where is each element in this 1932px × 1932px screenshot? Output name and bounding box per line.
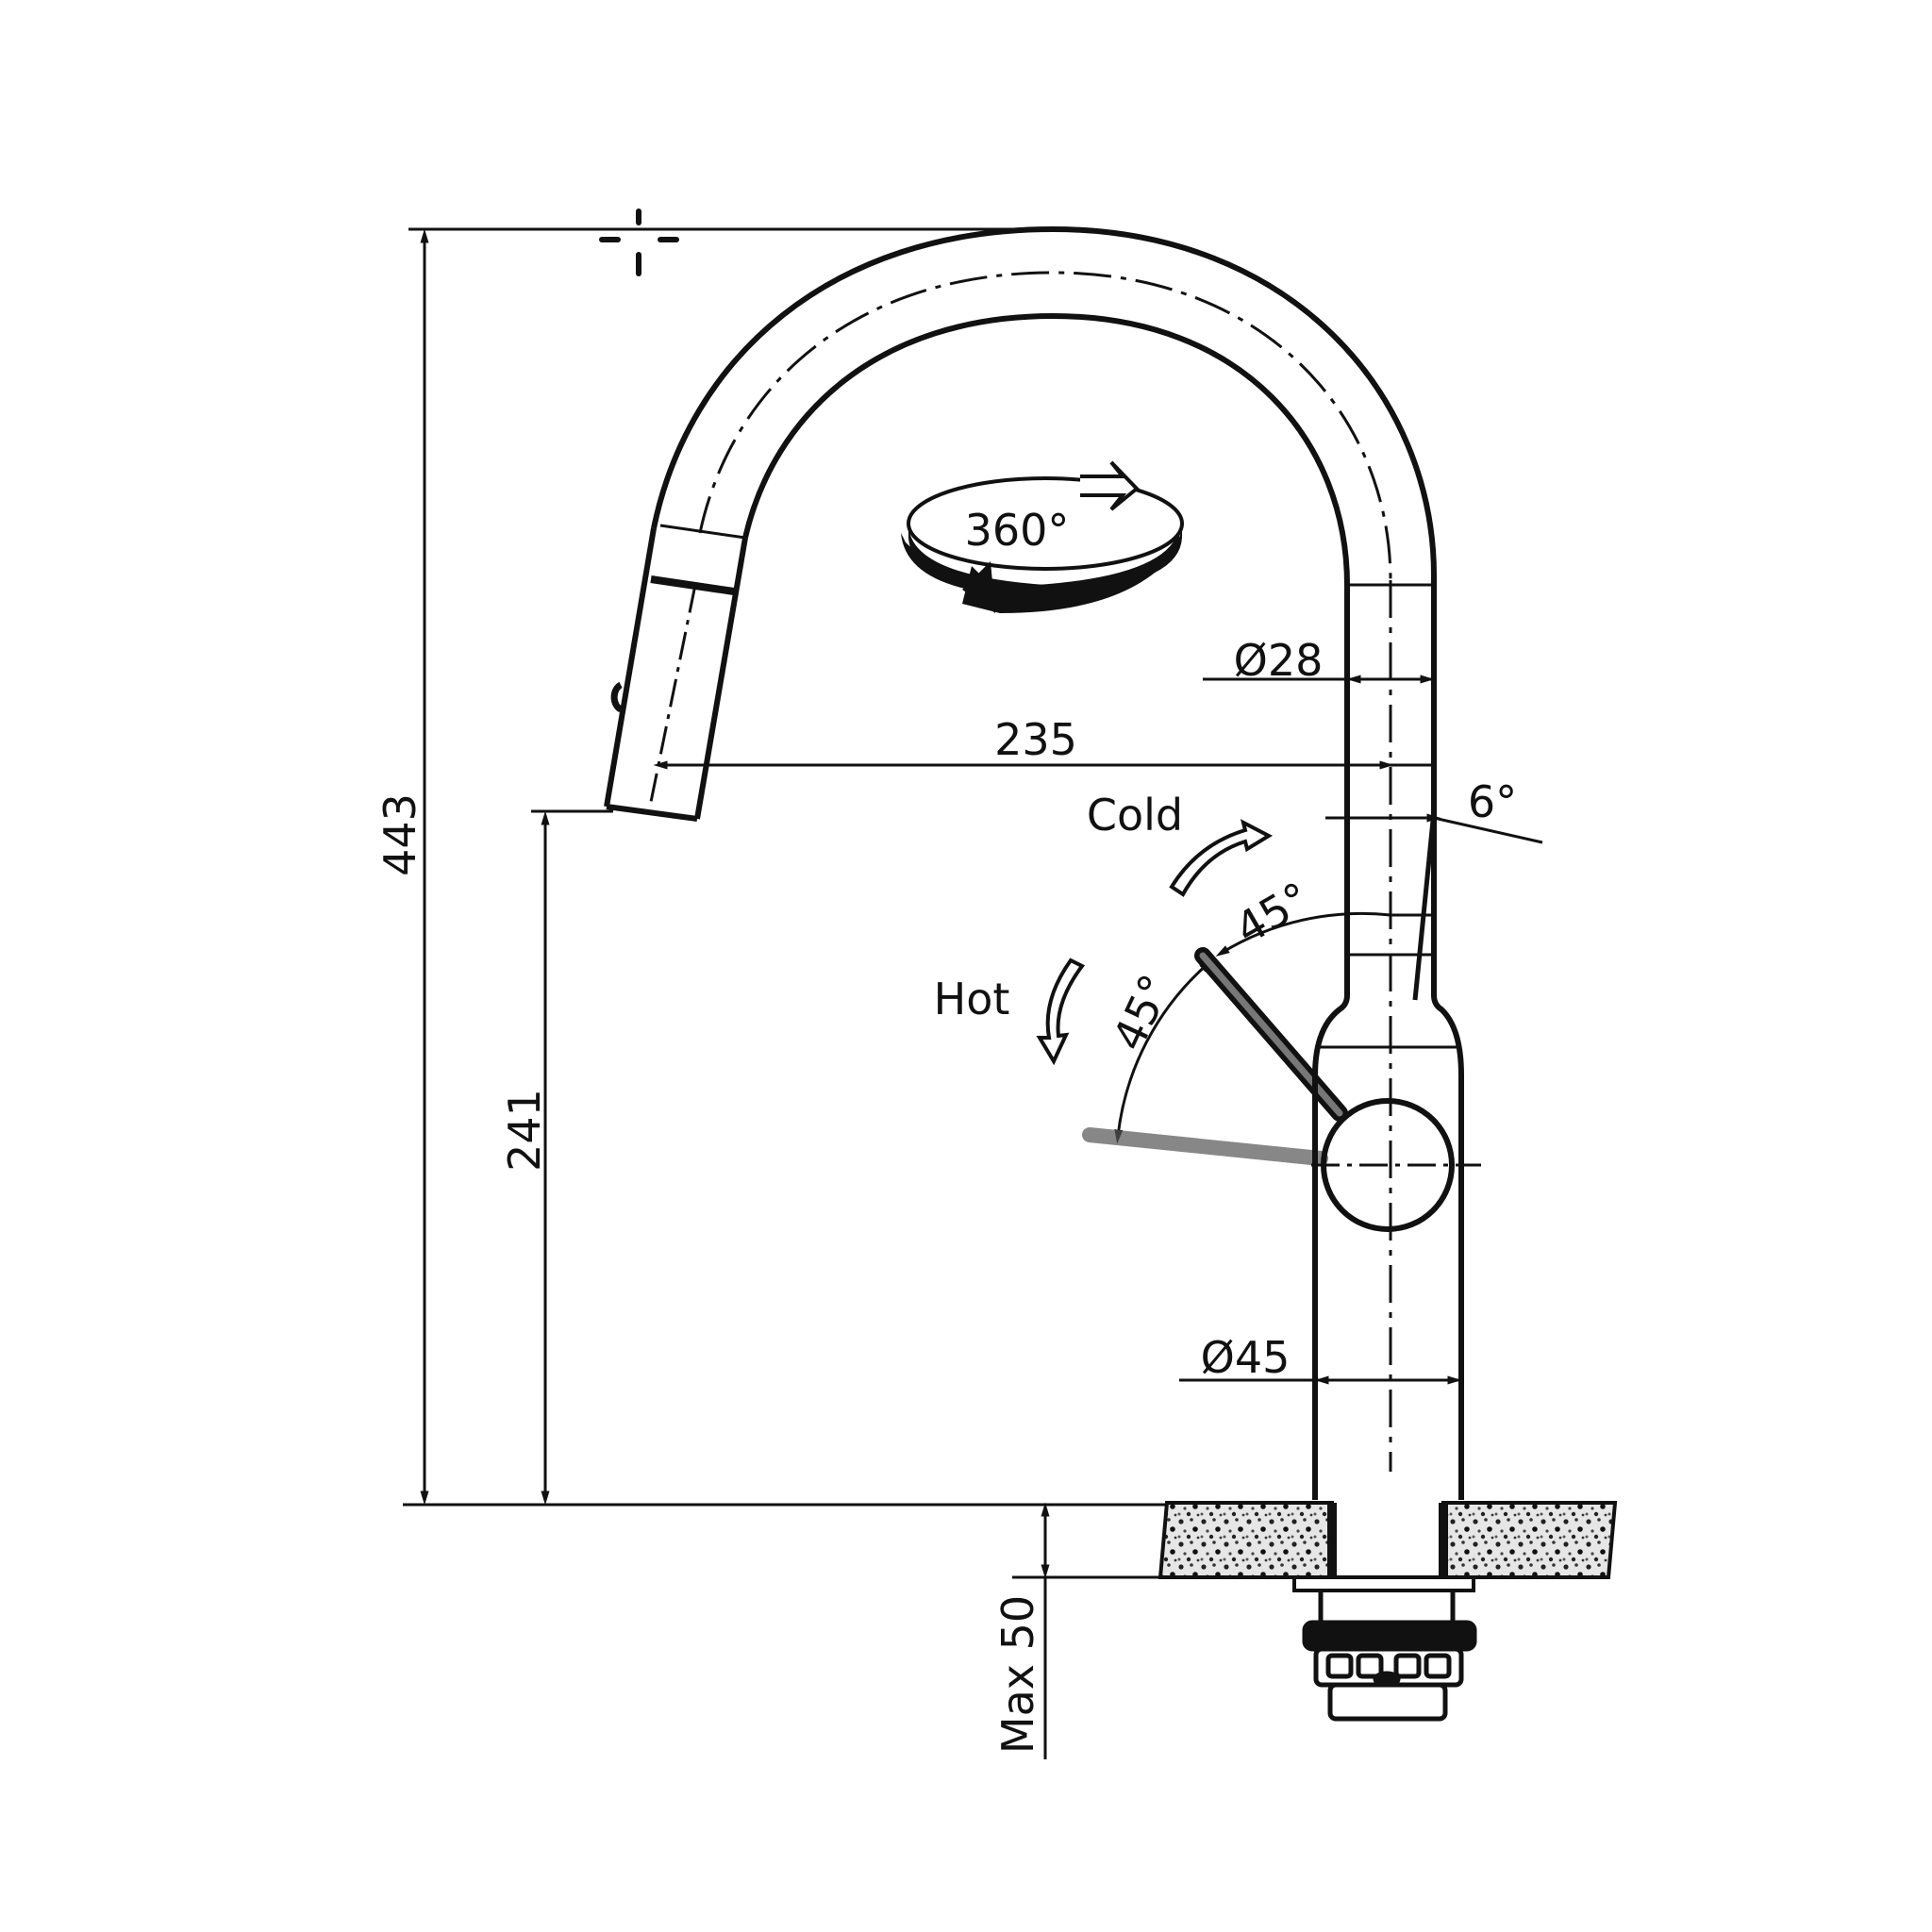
countertop-section [1158,1501,1618,1579]
max-deck-label: Max 50 [992,1595,1043,1754]
rotation-label: 360° [965,505,1070,556]
lever-angle-arcs [1114,911,1434,1144]
angle-lower-label: 45° [1103,967,1181,1058]
hot-label: Hot [934,974,1010,1024]
total-height-label: 443 [375,793,425,876]
spout-arc [651,225,1437,586]
dimension-spout-height [403,809,1165,1507]
crosshair-icon [599,208,679,276]
tilt-angle-label: 6° [1468,776,1517,827]
cold-arrow-icon [1169,819,1274,897]
cold-label: Cold [1087,790,1183,841]
mounting-nut [1292,1575,1477,1722]
hot-arrow-icon [1036,958,1086,1066]
spray-head [604,524,748,822]
body-diameter-label: Ø45 [1201,1332,1291,1383]
spout-height-label: 241 [499,1089,550,1172]
reach-label: 235 [994,714,1077,765]
dimension-tilt-angle [1325,810,1543,1001]
faucet-upper-column [1344,575,1437,1472]
rotation-360-icon [901,460,1184,613]
dimension-total-height [408,227,1053,1506]
faucet-body [1311,994,1481,1500]
spout-diameter-label: Ø28 [1234,635,1324,686]
dimension-max-deck [1012,1502,1160,1759]
